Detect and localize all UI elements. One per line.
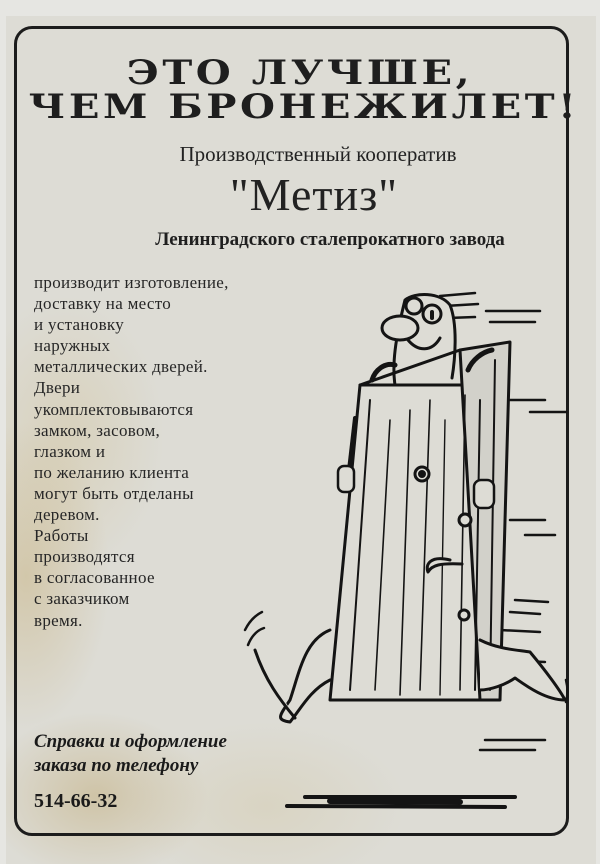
phone-number: 514-66-32 — [34, 790, 118, 812]
body-line: время. — [34, 610, 83, 630]
body-line: глазком и — [34, 441, 106, 461]
hands-icon — [336, 464, 496, 510]
ad-border — [14, 26, 569, 836]
body-line: металлических дверей. — [34, 357, 208, 377]
body-line: по желанию клиента — [34, 462, 190, 482]
body-line: Двери — [34, 378, 81, 398]
headline-line-1: ЭТО ЛУЧШЕ, — [126, 53, 474, 93]
body-line: замком, засовом, — [34, 420, 161, 440]
body-line: Работы — [34, 526, 89, 546]
body-line: наружных — [34, 336, 111, 356]
company-parent: Ленинградского сталепрокатного завода — [155, 229, 505, 250]
body-line: деревом. — [34, 505, 100, 525]
company-name: "Метиз" — [229, 169, 399, 220]
body-line: с заказчиком — [34, 589, 130, 609]
man-head-icon — [380, 293, 457, 387]
contact-line-1: Справки и оформление — [34, 731, 227, 752]
body-line: и установку — [34, 315, 125, 335]
headline-line-2: ЧЕМ БРОНЕЖИЛЕТ! — [28, 87, 580, 127]
feet-icon — [243, 610, 569, 724]
company-type: Производственный кооператив — [179, 142, 457, 166]
door-icon — [328, 340, 512, 702]
body-line: доставку на место — [34, 294, 172, 314]
body-line: производит изготовление, — [34, 273, 229, 292]
body-line: могут быть отделаны — [34, 483, 194, 503]
body-line: в согласованное — [34, 568, 155, 588]
contact-line-2: заказа по телефону — [34, 755, 199, 776]
body-line: укомплектовываются — [34, 399, 194, 419]
ground-shadow-icon — [285, 795, 517, 809]
door-carrier-illustration — [243, 291, 569, 809]
ad-body-text: производит изготовление, доставку на мес… — [34, 272, 334, 631]
body-line: производятся — [34, 547, 135, 567]
contact-info: Справки и оформление заказа по телефону — [34, 730, 227, 778]
